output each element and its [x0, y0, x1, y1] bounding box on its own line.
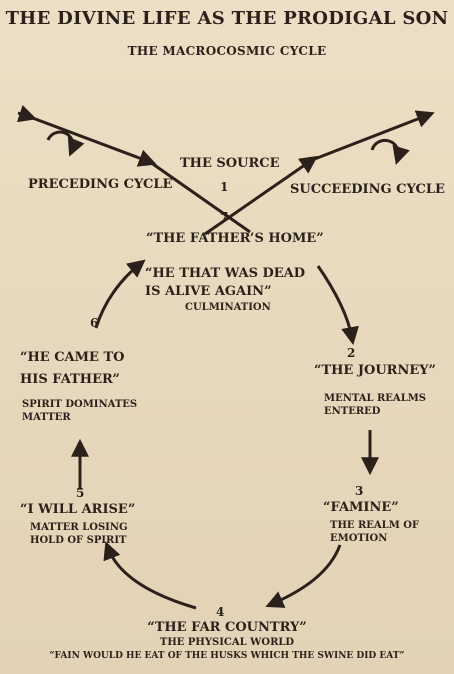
far-country-quote: “FAIN WOULD HE EAT OF THE HUSKS WHICH TH…: [49, 651, 405, 661]
stage-6-note: SPIRIT DOMINATES MATTER: [22, 399, 137, 424]
stage-1-number: 1: [220, 180, 229, 194]
stage-6-label-line: HIS FATHER”: [20, 372, 120, 387]
stage-4-number: 4: [216, 605, 225, 619]
preceding-cycle-line: [16, 105, 251, 234]
stage-2-number: 2: [347, 346, 356, 360]
succeeding-cycle-label: SUCCEEDING CYCLE: [290, 182, 445, 197]
stage-3-number: 3: [355, 484, 364, 498]
stage-5-number: 5: [76, 486, 85, 500]
succeeding-loop: [370, 138, 410, 165]
stage-7-label: “THE FATHER’S HOME”: [146, 231, 324, 246]
main-cycle: [71, 259, 379, 610]
culmination-label: CULMINATION: [185, 302, 271, 313]
stage-5-note: MATTER LOSING HOLD OF SPIRIT: [30, 522, 128, 547]
culmination-quote-line: “HE THAT WAS DEAD: [145, 266, 306, 281]
preceding-cycle-label: PRECEDING CYCLE: [28, 177, 173, 192]
stage-4-label: “THE FAR COUNTRY”: [147, 620, 307, 635]
stage-7-number: 7: [220, 210, 229, 224]
page-subtitle: THE MACROCOSMIC CYCLE: [127, 44, 327, 58]
stage-3-label: “FAMINE”: [323, 500, 399, 515]
culmination-quote: “HE THAT WAS DEAD IS ALIVE AGAIN”: [145, 265, 305, 301]
stage-3-note: THE REALM OF EMOTION: [330, 520, 419, 545]
stage-5-note-line: MATTER LOSING: [30, 522, 128, 533]
stage-5-label: “I WILL ARISE”: [20, 502, 136, 517]
stage-2-note-line: MENTAL REALMS: [324, 393, 427, 404]
succeeding-cycle-line: [204, 110, 435, 236]
stage-6-note-line: SPIRIT DOMINATES: [22, 399, 138, 410]
page-title: THE DIVINE LIFE AS THE PRODIGAL SON: [5, 8, 449, 29]
source-label: THE SOURCE: [180, 156, 280, 171]
stage-4-note: THE PHYSICAL WORLD: [159, 637, 295, 648]
stage-5-note-line: HOLD OF SPIRIT: [30, 534, 127, 546]
stage-6-label: “HE CAME TO HIS FATHER”: [20, 347, 124, 391]
stage-6-number: 6: [90, 316, 99, 330]
culmination-quote-line: IS ALIVE AGAIN”: [145, 284, 272, 299]
stage-6-label-line: “HE CAME TO: [20, 350, 125, 365]
preceding-loop: [46, 130, 85, 157]
stage-6-note-line: MATTER: [22, 411, 71, 423]
stage-2-note-line: ENTERED: [324, 405, 381, 417]
stage-3-note-line: EMOTION: [330, 532, 388, 544]
stage-2-label: “THE JOURNEY”: [314, 363, 437, 378]
stage-2-note: MENTAL REALMS ENTERED: [324, 393, 426, 418]
stage-3-note-line: THE REALM OF: [330, 520, 420, 531]
